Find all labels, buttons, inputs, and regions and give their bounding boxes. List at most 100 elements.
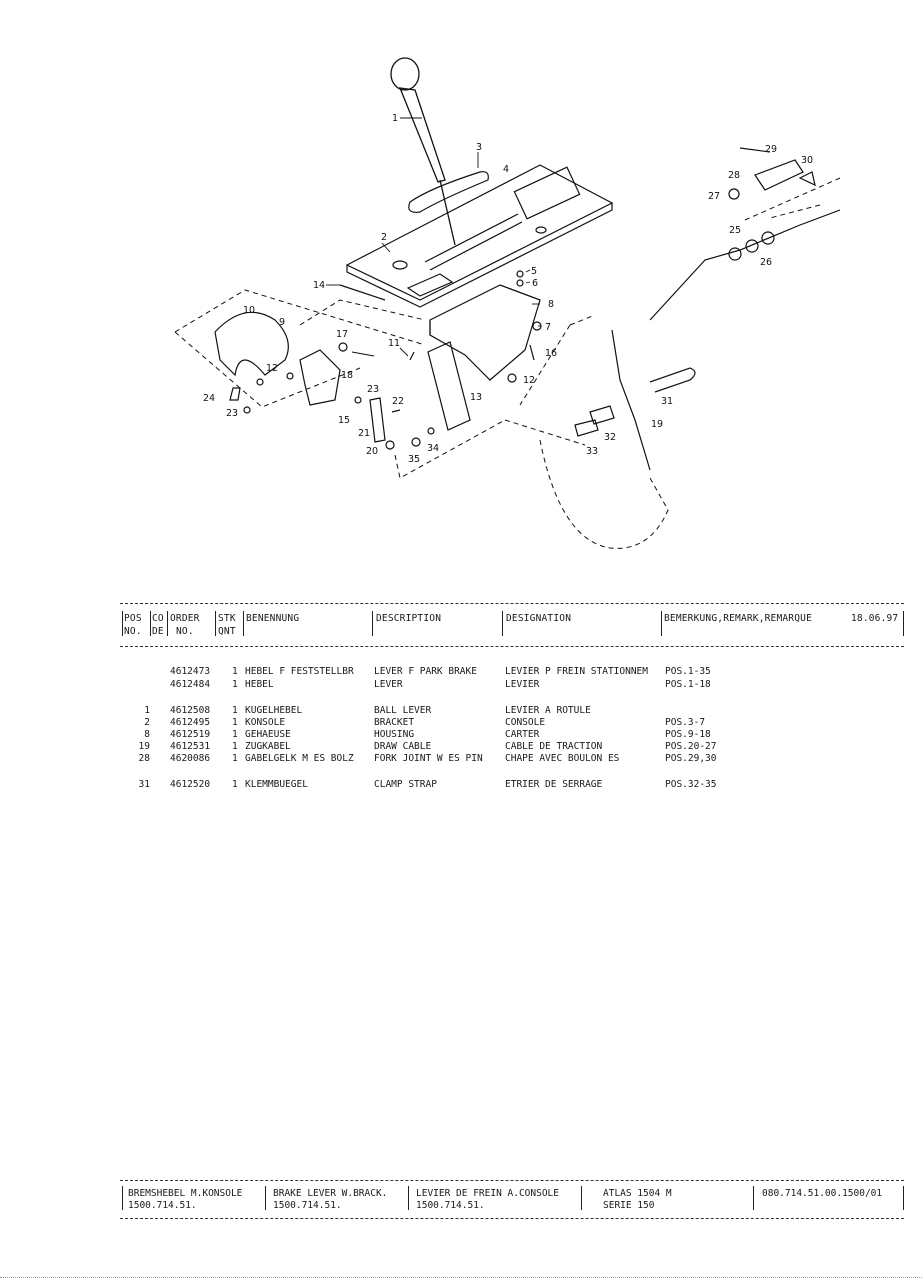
callout-33: 33: [586, 446, 598, 457]
callout-32: 32: [604, 432, 616, 443]
callout-12b: 12: [523, 375, 535, 386]
cell-qty: 1: [232, 717, 238, 728]
header-qty-qnt: QNT: [218, 626, 236, 637]
callout-34: 34: [427, 443, 439, 454]
cell-designation: CARTER: [505, 729, 540, 740]
callout-labels: 1 2 3 4 5 6 7 8 9 10 11 12 12 13 14 15 1…: [203, 113, 813, 465]
exploded-parts-diagram: 1 2 3 4 5 6 7 8 9 10 11 12 12 13 14 15 1…: [174, 57, 841, 549]
callout-11: 11: [388, 338, 400, 349]
table-row: 28 4620086 1 GABELGELK M ES BOLZ FORK JO…: [0, 753, 922, 765]
callout-20: 20: [366, 446, 378, 457]
table-row: 1 4612508 1 KUGELHEBEL BALL LEVER LEVIER…: [0, 705, 922, 717]
header-qty: STK: [218, 613, 236, 624]
cell-qty: 1: [232, 729, 238, 740]
header-pos: POS: [124, 613, 142, 624]
cell-qty: 1: [232, 779, 238, 790]
clamp-plates-part: [574, 405, 615, 437]
cell-qty: 1: [232, 666, 238, 677]
guide-lines: [174, 177, 841, 549]
cell-order-no: 4612473: [170, 666, 211, 677]
cell-benennung: KONSOLE: [245, 717, 286, 728]
cell-qty: 1: [232, 679, 238, 690]
header-code: CO: [152, 613, 164, 624]
header-pos-no: NO.: [124, 626, 142, 637]
cell-designation: CABLE DE TRACTION: [505, 741, 603, 752]
footer-model: ATLAS 1504 M: [603, 1188, 672, 1199]
cell-description: DRAW CABLE: [374, 741, 432, 752]
callout-13: 13: [470, 392, 482, 403]
fork-joint-part: [728, 147, 816, 200]
strap-part: [369, 397, 386, 443]
footer-series: SERIE 150: [603, 1200, 655, 1211]
plate-part: [427, 341, 471, 431]
cell-benennung: KLEMMBUEGEL: [245, 779, 308, 790]
footer-fr-code: 1500.714.51.: [416, 1200, 485, 1211]
header-code-de: DE: [152, 626, 164, 637]
cell-order-no: 4612508: [170, 705, 211, 716]
callout-24: 24: [203, 393, 215, 404]
cell-designation: CHAPE AVEC BOULON ES: [505, 753, 620, 764]
cell-qty: 1: [232, 705, 238, 716]
callout-9: 9: [279, 317, 285, 328]
callout-1: 1: [392, 113, 398, 124]
leader-lines: [326, 117, 541, 357]
callout-15: 15: [338, 415, 350, 426]
header-order-no: NO.: [176, 626, 194, 637]
cell-order-no: 4612531: [170, 741, 211, 752]
footer-en-code: 1500.714.51.: [273, 1200, 342, 1211]
cell-remark: POS.1-35: [665, 666, 711, 677]
footer-fr-title: LEVIER DE FREIN A.CONSOLE: [416, 1188, 559, 1199]
page-bottom-rule: [0, 1277, 922, 1278]
footer-de-title: BREMSHEBEL M.KONSOLE: [128, 1188, 243, 1199]
cell-benennung: HEBEL F FESTSTELLBR: [245, 666, 354, 677]
footer-de-code: 1500.714.51.: [128, 1200, 197, 1211]
cell-remark: POS.9-18: [665, 729, 711, 740]
cell-pos: 1: [144, 705, 150, 716]
table-row: 4612484 1 HEBEL LEVER LEVIER POS.1-18: [0, 679, 922, 691]
footer-doc-number: 080.714.51.00.1500/01: [762, 1188, 883, 1199]
ball-lever-part: [390, 57, 456, 246]
cell-order-no: 4612519: [170, 729, 211, 740]
cell-description: BRACKET: [374, 717, 415, 728]
callout-7: 7: [545, 322, 551, 333]
cell-order-no: 4612520: [170, 779, 211, 790]
cell-pos: 31: [138, 779, 150, 790]
callout-29: 29: [765, 144, 777, 155]
callout-30: 30: [801, 155, 813, 166]
lever-bracket-part: [299, 349, 341, 406]
callout-18: 18: [341, 370, 353, 381]
cell-designation: LEVIER P FREIN STATIONNEM: [505, 666, 648, 677]
cell-designation: LEVIER: [505, 679, 540, 690]
header-remark: BEMERKUNG,REMARK,REMARQUE: [664, 613, 812, 624]
cell-qty: 1: [232, 753, 238, 764]
callout-28: 28: [728, 170, 740, 181]
cell-description: HOUSING: [374, 729, 415, 740]
callout-22: 22: [392, 396, 404, 407]
cell-description: FORK JOINT W ES PIN: [374, 753, 483, 764]
callout-10: 10: [243, 305, 255, 316]
cell-description: LEVER: [374, 679, 403, 690]
header-order: ORDER: [170, 613, 200, 624]
long-bolt-part: [339, 284, 386, 301]
callout-23: 23: [367, 384, 379, 395]
housing-part: [429, 284, 541, 381]
cell-description: LEVER F PARK BRAKE: [374, 666, 477, 677]
callout-12: 12: [266, 363, 278, 374]
cable-part: [611, 209, 841, 471]
callout-27: 27: [708, 191, 720, 202]
cell-remark: POS.20-27: [665, 741, 717, 752]
cell-pos: 2: [144, 717, 150, 728]
callout-31: 31: [661, 396, 673, 407]
callout-14: 14: [313, 280, 325, 291]
header-benennung: BENENNUNG: [246, 613, 300, 624]
table-row: 31 4612520 1 KLEMMBUEGEL CLAMP STRAP ETR…: [0, 779, 922, 791]
callout-19: 19: [651, 419, 663, 430]
cell-designation: CONSOLE: [505, 717, 546, 728]
cell-pos: 19: [138, 741, 150, 752]
cell-remark: POS.3-7: [665, 717, 706, 728]
cell-description: CLAMP STRAP: [374, 779, 437, 790]
cell-order-no: 4612484: [170, 679, 211, 690]
callout-2: 2: [381, 232, 387, 243]
cover-part: [214, 311, 289, 377]
cell-designation: ETRIER DE SERRAGE: [505, 779, 603, 790]
